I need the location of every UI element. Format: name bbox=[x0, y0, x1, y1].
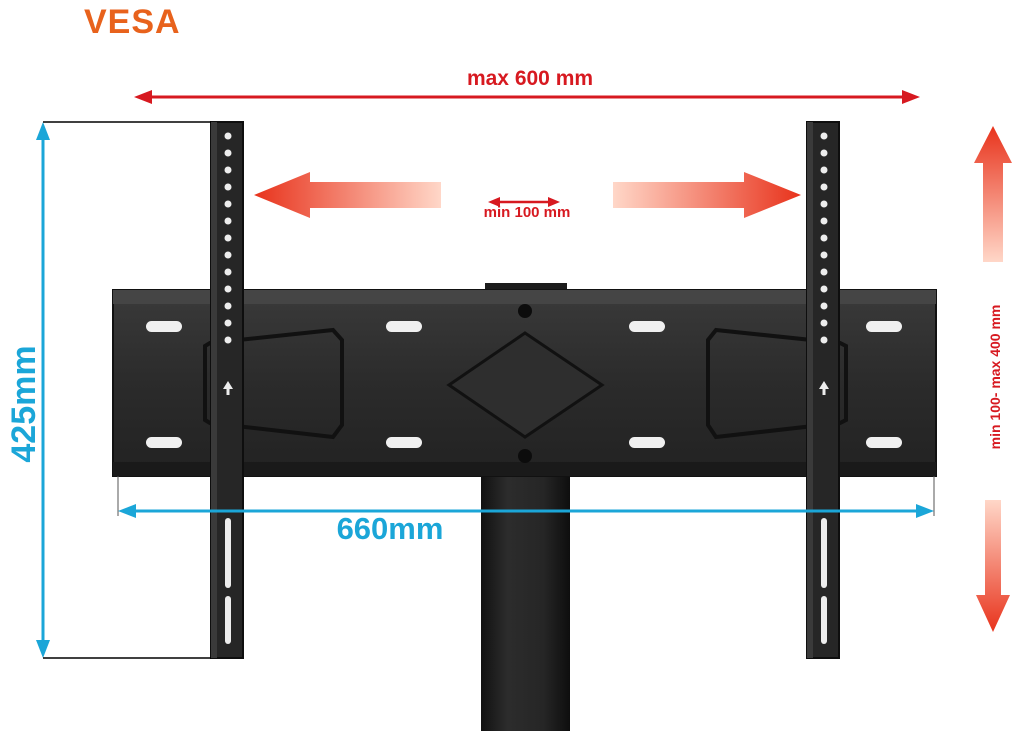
wall-plate bbox=[112, 289, 937, 477]
max-width-label: max 600 mm bbox=[466, 67, 594, 90]
plate-width-label: 660mm bbox=[336, 511, 444, 546]
right-arm-holes bbox=[819, 132, 829, 644]
plate-width-extension-lines bbox=[117, 476, 935, 516]
height-extension-lines bbox=[43, 121, 211, 659]
plate-width-dimension-arrow bbox=[118, 504, 934, 518]
min-width-dimension-arrow bbox=[488, 197, 560, 207]
up-direction-arrow bbox=[974, 126, 1012, 262]
max-width-dimension-arrow bbox=[134, 90, 920, 104]
min-width-label: min 100 mm bbox=[483, 204, 571, 221]
vesa-title: VESA bbox=[84, 3, 181, 41]
left-direction-arrow bbox=[254, 172, 441, 218]
height-dimension-arrow bbox=[36, 122, 50, 658]
height-label: 425mm bbox=[5, 345, 43, 463]
stand-pole bbox=[481, 466, 570, 731]
left-arm-holes bbox=[223, 132, 233, 644]
down-direction-arrow bbox=[976, 500, 1010, 632]
vertical-range-label: min 100- max 400 mm bbox=[987, 304, 1003, 450]
right-direction-arrow bbox=[613, 172, 801, 218]
